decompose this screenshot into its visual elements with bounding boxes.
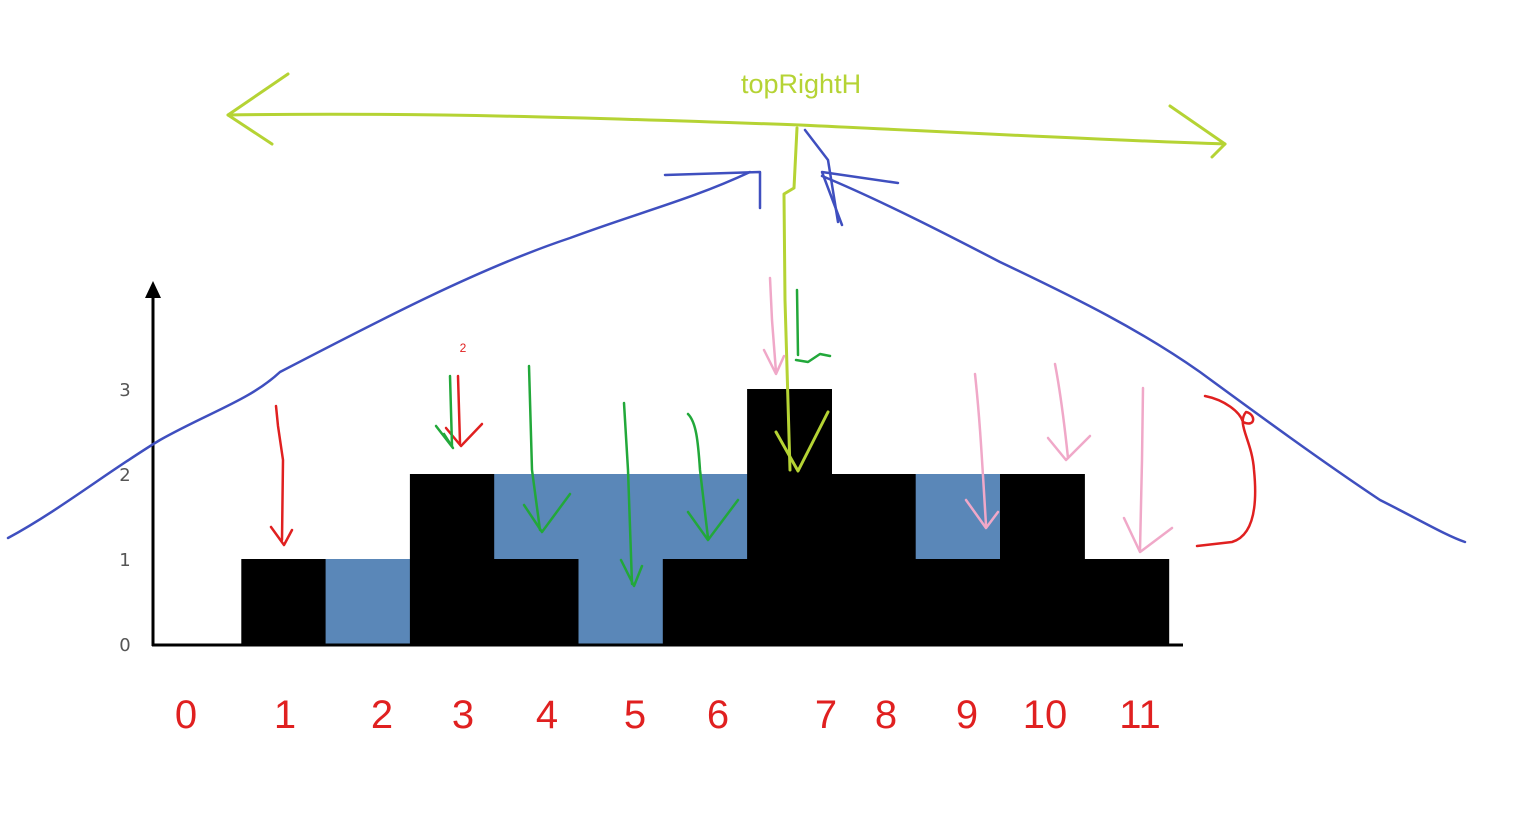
red-arrow-3 [456, 374, 462, 445]
water-block-2 [325, 559, 411, 644]
elevation-bar-11 [1084, 559, 1170, 644]
index-label-10: 10 [1023, 693, 1068, 737]
index-label-11: 11 [1119, 693, 1161, 737]
green-arrow-3 [448, 374, 454, 448]
index-label-8: 8 [875, 693, 897, 737]
elevation-chart: 0 1 2 3 [119, 281, 1183, 656]
small-mark-label: 2 [460, 341, 467, 355]
index-label-1: 1 [274, 693, 296, 737]
top-right-h-label: topRightH [741, 69, 861, 99]
index-label-2: 2 [371, 693, 393, 737]
pink-arrow-9 [973, 372, 988, 527]
pink-arrow-11-head [1122, 516, 1174, 554]
index-label-4: 4 [536, 693, 558, 737]
left-arrowhead [226, 72, 290, 146]
elevation-bar-1 [241, 559, 327, 644]
y-axis-arrowhead [145, 281, 161, 298]
left-envelope-arrowhead [663, 170, 762, 210]
y-tick-label: 2 [119, 465, 130, 486]
elevation-bar-6 [662, 559, 748, 644]
elevation-bar-10 [1000, 474, 1085, 644]
green-arrow-5-head [619, 558, 644, 588]
vertical-drop-arrowhead [774, 410, 830, 473]
right-arrowhead [1168, 104, 1227, 159]
index-label-3: 3 [452, 693, 474, 737]
green-arrow-6 [686, 412, 710, 540]
water-block-4 [494, 474, 580, 559]
y-tick-label: 1 [119, 550, 130, 571]
hand-annotations [6, 72, 1467, 588]
green-arrow-5 [622, 401, 634, 586]
pink-arrow-10 [1053, 362, 1070, 460]
y-tick-label: 0 [119, 635, 130, 656]
elevation-bar-8 [831, 474, 917, 644]
pink-arrow-7-head [762, 348, 786, 376]
blue-stroke [803, 128, 840, 224]
green-arrow-6-head [686, 498, 740, 542]
red-arrow-1-head [269, 525, 294, 547]
right-envelope-curve [820, 174, 1467, 544]
index-label-7: 7 [815, 693, 837, 737]
pink-arrow-10-head [1046, 434, 1092, 462]
green-arrow-3-head [434, 424, 455, 450]
horizontal-span-arrow [226, 112, 1227, 146]
left-envelope-curve [6, 170, 752, 540]
pink-arrow-9-head [964, 498, 1000, 530]
red-bracket [1195, 394, 1257, 548]
green-arrow-7-head [794, 352, 832, 364]
pink-arrow-11 [1138, 386, 1145, 552]
elevation-bar-3 [409, 474, 495, 644]
index-label-5: 5 [624, 693, 646, 737]
elevation-bar-4 [494, 559, 580, 644]
vertical-drop-arrow [782, 126, 799, 472]
index-label-9: 9 [956, 693, 978, 737]
green-arrow-4-head [522, 492, 572, 534]
index-label-6: 6 [707, 693, 729, 737]
y-tick-label: 3 [119, 380, 130, 401]
green-arrow-7 [795, 288, 800, 357]
pink-arrow-7 [768, 276, 778, 374]
index-label-0: 0 [175, 693, 197, 737]
red-arrow-1 [274, 404, 285, 542]
water-block-9 [915, 474, 1001, 559]
elevation-bar-9 [915, 559, 1001, 644]
green-arrow-4 [527, 364, 542, 532]
